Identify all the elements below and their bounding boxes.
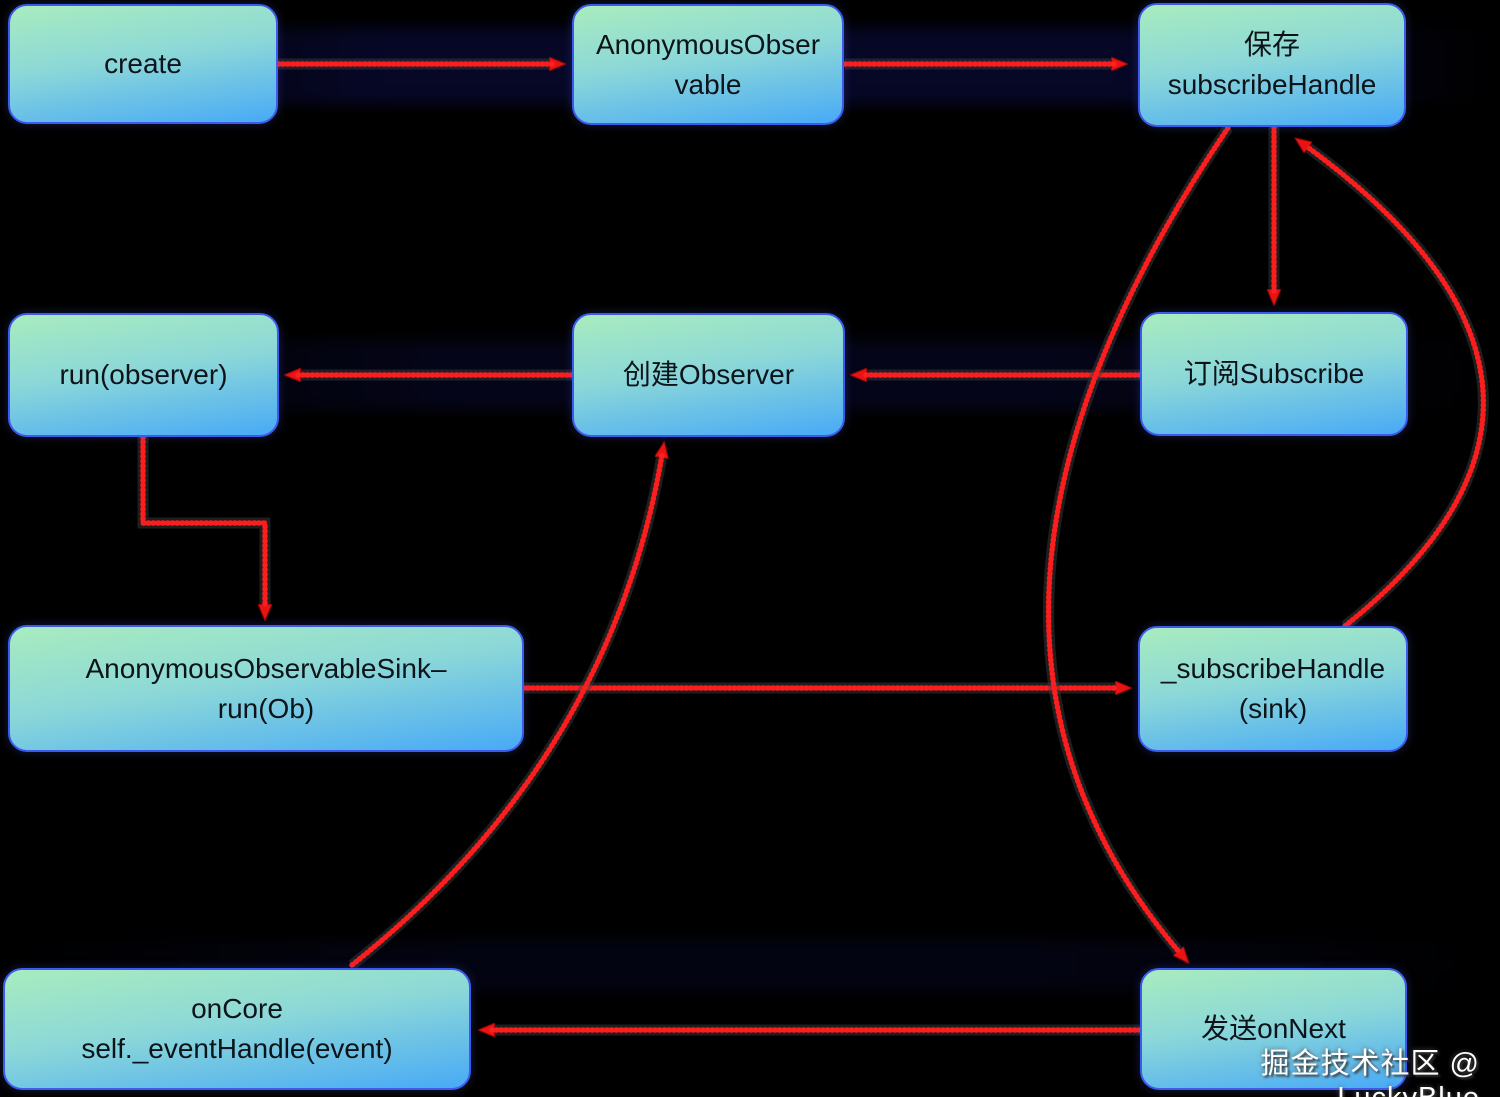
node-send-onnext: 发送onNext (1140, 968, 1407, 1090)
edge-save-subscribehandle-to-send-onnext (1043, 124, 1233, 957)
edge-run-observer-to-sink-run (140, 434, 268, 610)
edge-subscribehandle-sink-to-save-subscribehandle (1303, 143, 1487, 629)
edge-oncore-to-create-observer (349, 452, 665, 968)
node-sink-run: AnonymousObservableSink– run(Ob) (8, 625, 524, 752)
edge-save-subscribehandle-to-send-onnext (1045, 125, 1231, 956)
node-run-observer: run(observer) (8, 313, 279, 437)
edge-save-subscribehandle-to-send-onnext (1046, 126, 1230, 953)
node-oncore: onCore self._eventHandle(event) (3, 968, 471, 1090)
node-anonymous-observable: AnonymousObser vable (572, 4, 844, 125)
node-create-observer: 创建Observer (572, 313, 845, 437)
node-subscribe: 订阅Subscribe (1140, 312, 1408, 436)
node-subscribehandle-sink: _subscribeHandle (sink) (1138, 626, 1408, 752)
node-create: create (8, 4, 278, 124)
node-save-subscribehandle: 保存 subscribeHandle (1138, 3, 1406, 127)
